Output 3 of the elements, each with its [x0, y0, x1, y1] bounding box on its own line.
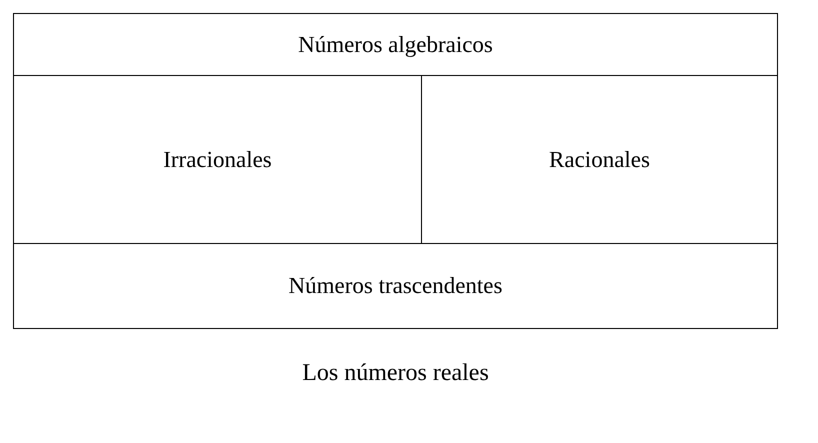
caption: Los números reales: [301, 360, 490, 387]
category-band: Números trascendentes: [13, 243, 778, 329]
header-band: Números algebraicos: [13, 13, 778, 76]
